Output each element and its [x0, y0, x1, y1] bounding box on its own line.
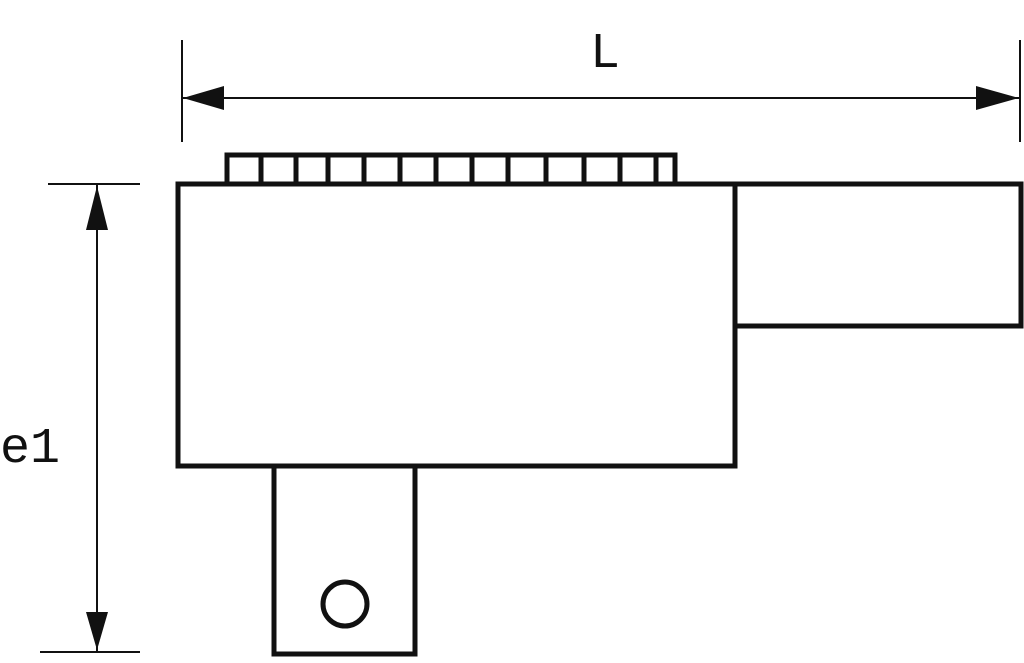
square-drive [271, 463, 418, 657]
arrowhead-right-icon [976, 86, 1019, 110]
dimension-L [181, 40, 1021, 142]
dimension-label-e1: e1 [0, 421, 61, 478]
ball-detent-icon [320, 579, 370, 629]
main-body [175, 181, 738, 469]
arrowhead-left-icon [183, 86, 224, 110]
insert-shank [732, 181, 1024, 329]
dimension-e1 [40, 183, 140, 653]
arrowhead-down-icon [86, 612, 108, 650]
dimension-label-L: L [590, 26, 621, 83]
ratchet-teeth [224, 152, 678, 187]
arrowhead-up-icon [86, 186, 108, 230]
